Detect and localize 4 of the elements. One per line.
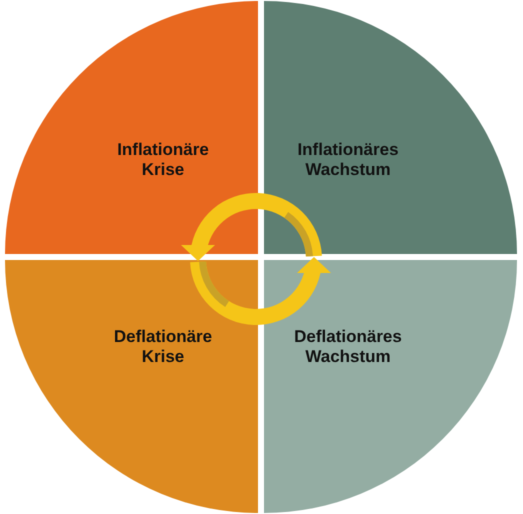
quadrant-label: Deflationäre Krise: [112, 327, 214, 367]
quadrant-label: Deflationäres Wachstum: [293, 327, 403, 367]
quadrant-label: Inflationäres Wachstum: [296, 140, 400, 180]
quadrant-label: Inflationäre Krise: [116, 140, 210, 180]
